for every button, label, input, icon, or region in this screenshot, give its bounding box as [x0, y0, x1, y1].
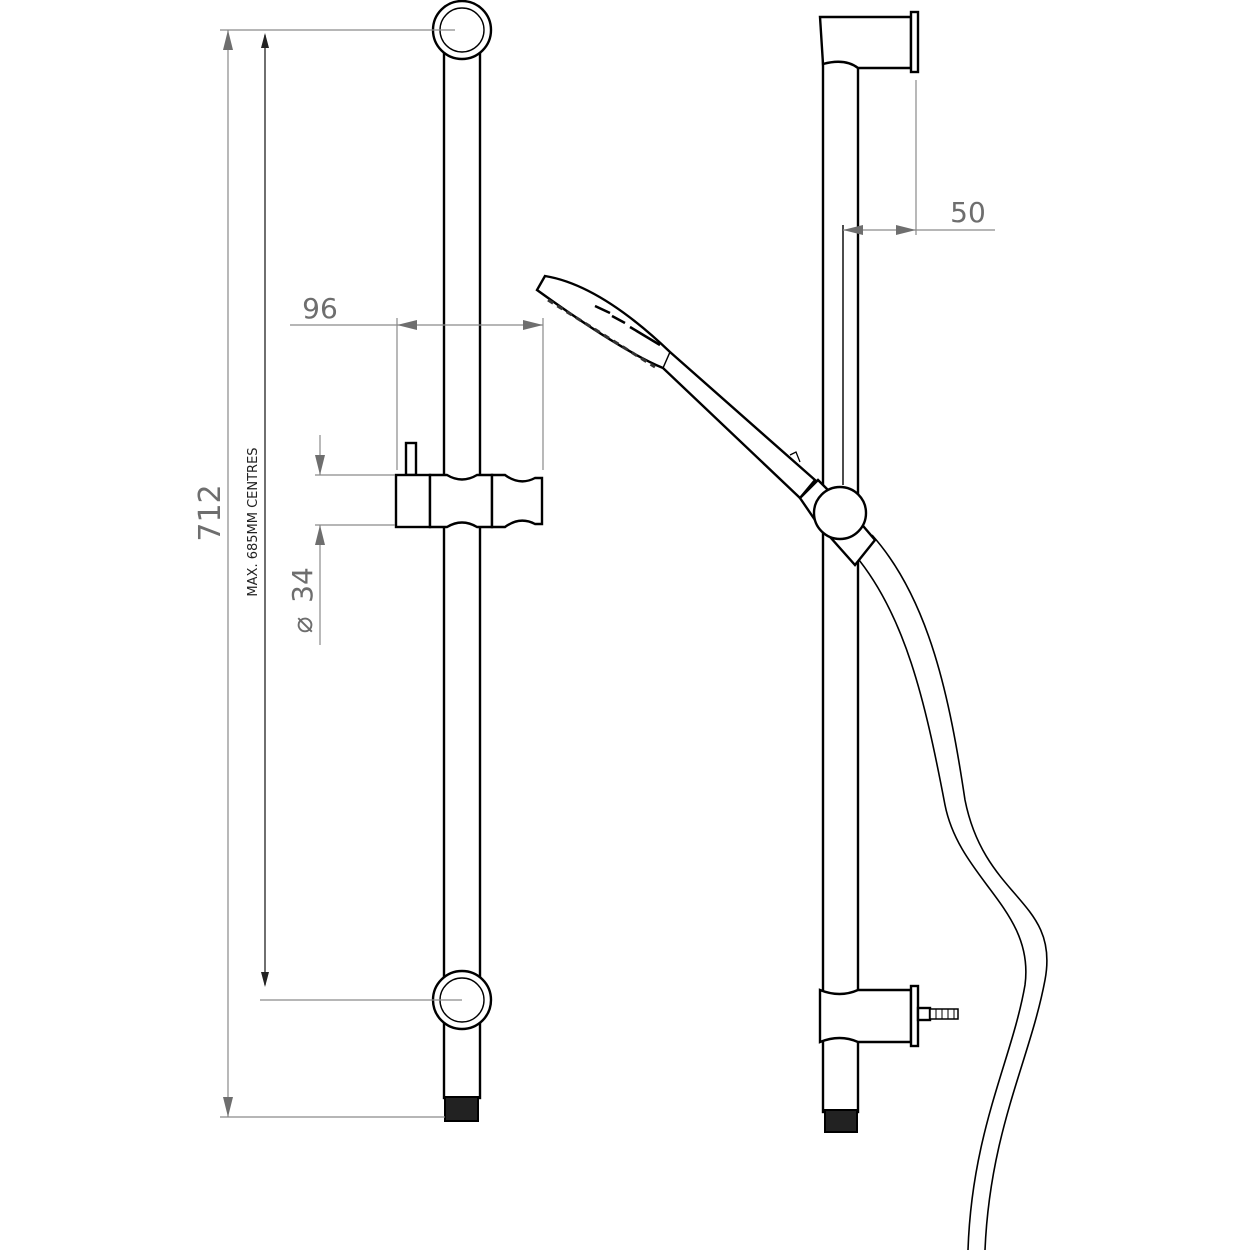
hose — [871, 534, 1048, 1250]
threaded-end-side — [824, 1109, 858, 1133]
holder-projection-label: 96 — [302, 292, 338, 325]
dimension-50: 50 — [843, 80, 995, 235]
slider-holder — [394, 441, 544, 529]
threaded-end-front — [444, 1096, 479, 1122]
hose-connector — [916, 1006, 959, 1022]
hand-shower — [535, 274, 877, 567]
rail-side — [821, 58, 860, 1114]
bottom-bracket-side — [818, 988, 913, 1044]
dimension-712: 712 — [193, 29, 455, 1118]
wall-offset-label: 50 — [950, 196, 986, 229]
top-bracket-side — [818, 15, 913, 70]
max-centres-label: MAX. 685MM CENTRES — [246, 447, 261, 596]
side-view — [535, 10, 1048, 1250]
dimension-685: MAX. 685MM CENTRES — [246, 33, 462, 1001]
diameter-value-label: 34 — [286, 567, 319, 603]
swivel-joint — [812, 485, 868, 541]
dimension-diameter: 34 ⌀ — [286, 435, 395, 645]
diameter-symbol: ⌀ — [286, 617, 319, 634]
rail-front — [442, 28, 482, 1100]
dimension-96: 96 — [290, 292, 544, 470]
overall-length-label: 712 — [193, 484, 228, 541]
front-view — [394, 0, 544, 1122]
